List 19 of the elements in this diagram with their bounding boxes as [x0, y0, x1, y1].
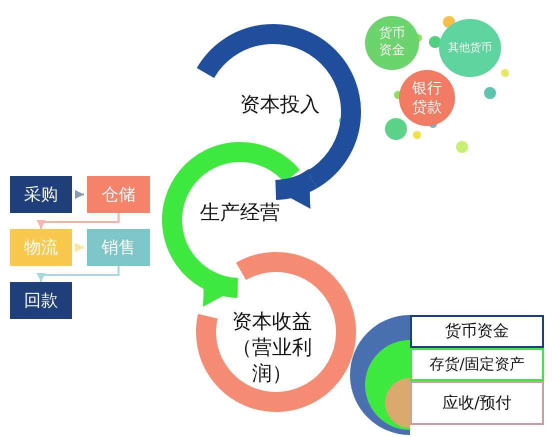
- process-box: 仓储: [87, 176, 150, 213]
- arrow: [75, 243, 84, 252]
- bubble: 银行贷款: [399, 70, 455, 126]
- process-box: 采购: [10, 176, 72, 213]
- arrow: [274, 166, 316, 207]
- process-box: 回款: [10, 282, 72, 319]
- bubble: 其他货币: [439, 19, 501, 77]
- bubble: 货币资金: [365, 16, 419, 70]
- process-box: 销售: [87, 229, 150, 266]
- table-row: 货币资金: [410, 315, 544, 348]
- arrow: [36, 213, 120, 229]
- stage-label: 生产经营: [199, 199, 281, 225]
- arrow: [36, 266, 120, 282]
- table-row: 应收/预付: [410, 381, 544, 425]
- arrow: [75, 190, 84, 199]
- stage-label: 资本收益（营业利润）: [231, 308, 313, 386]
- process-box: 物流: [10, 229, 72, 266]
- stage-label: 资本投入: [239, 91, 321, 117]
- table-row: 存货/固定资产: [410, 348, 544, 381]
